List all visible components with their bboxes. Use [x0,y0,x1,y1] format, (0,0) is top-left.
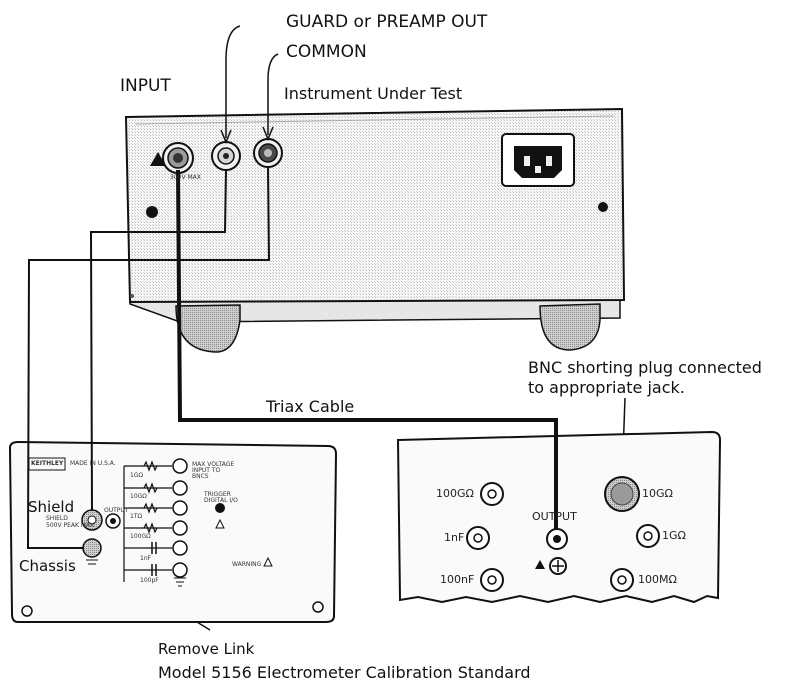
jack-100m-center [617,575,627,585]
common-to-chassis-wire [26,166,271,549]
left-bnc-3 [172,500,188,516]
model-5156-right-panel [396,430,722,604]
instrument-foot-left [175,304,241,353]
common-leader-arrow [262,126,274,141]
resistor-symbols [143,460,158,534]
remove-link-label: Remove Link [158,640,255,658]
chassis-label: Chassis [19,557,76,575]
triax-cable [176,169,558,530]
shield-label: Shield [28,498,75,516]
jack-1g-center [643,531,653,541]
figure-caption: Model 5156 Electrometer Calibration Stan… [158,663,531,682]
jack-label-10g: 10GΩ [642,487,673,500]
trigger-label: TRIGGER DIGITAL I/O [204,491,238,504]
resistor-2 [143,482,158,494]
resistor-label-1: 1GΩ [130,472,144,479]
output-ground-cross [552,560,564,572]
common-binding-post-center [264,149,272,157]
right-output-connector-center [553,535,561,543]
resistor-3 [143,502,158,514]
instrument-screw-left [146,206,158,218]
resistor-4 [143,522,158,534]
left-panel-hole-left [21,605,33,617]
left-bnc-6 [172,562,188,578]
triax-cable-label: Triax Cable [266,397,355,416]
input-warning-icon [150,152,166,166]
keithley-brand: KEITHLEY [31,460,64,467]
instrument-screw-right [598,202,608,212]
guard-label: GUARD or PREAMP OUT [286,12,488,32]
input-label: INPUT [120,76,171,96]
instrument-rivet [130,294,134,298]
instrument-front-panel [124,107,626,304]
guard-binding-post-center [223,153,229,159]
instrument-top-bevel [135,115,615,125]
capacitor-symbols [151,542,157,576]
instrument-under-test [124,107,626,353]
trigger-connector [215,503,225,513]
resistor-label-4: 100GΩ [130,533,151,540]
jack-100g-center [487,489,497,499]
left-bnc-5 [172,540,188,556]
guard-leader-arrow [220,129,232,144]
resistor-label-2: 10GΩ [130,493,147,500]
panel-warning-icon [263,556,273,567]
made-in-label: MADE IN U.S.A. [70,460,116,467]
chassis-connector [82,538,102,558]
instrument-label: Instrument Under Test [284,84,463,103]
jack-label-100nf: 100nF [440,573,475,586]
jack-label-100m: 100MΩ [638,573,677,586]
output-warning-icon [535,560,545,569]
left-bnc-4 [172,520,188,536]
capacitor-label-1: 1nF [140,555,152,562]
common-leader-line [267,53,279,135]
jack-label-100g: 100GΩ [436,487,474,500]
left-output-label: OUTPUT [104,507,129,514]
resistor-1 [143,460,158,472]
cables [26,166,558,549]
shield-connector-center [87,515,97,525]
right-panel-outline [396,430,722,604]
jack-label-1nf: 1nF [444,531,465,544]
instrument-foot-right [539,303,601,351]
guard-to-shield-wire [89,169,227,512]
left-bnc-2 [172,480,188,496]
bnc-note-line2: to appropriate jack. [528,378,685,397]
input-max-rating: 300V MAX [170,174,201,181]
bnc-shorting-plug-inner [610,482,634,506]
left-panel-hole-right [312,601,324,613]
power-inlet-pin-right [546,156,552,166]
left-panel-bnc-jacks [172,458,188,578]
power-inlet-pin-left [524,156,530,166]
power-inlet-socket [514,146,562,178]
chassis-ground-symbol [86,559,98,565]
jack-100nf-center [487,575,497,585]
jack-label-1g: 1GΩ [662,529,686,542]
shield-rating-label: 500V PEAK MAX [46,522,95,529]
left-output-connector-center [110,518,116,524]
capacitor-label-2: 100pF [140,577,159,584]
input-connector-pin [173,153,183,163]
trigger-warning-icon [215,518,225,529]
warning-label: WARNING [232,561,262,568]
left-panel-ground-symbol [174,577,186,587]
guard-leader-line [225,25,241,138]
common-label: COMMON [286,42,367,62]
max-voltage-label: MAX VOLTAGE INPUT TO BNCS [192,461,235,480]
model-5156-left-panel [8,440,338,623]
right-output-label: OUTPUT [532,510,577,523]
resistor-label-3: 1TΩ [130,513,143,520]
shield-sub-label: SHIELD [46,515,68,522]
jack-1nf-center [473,533,483,543]
bnc-note-line1: BNC shorting plug connected [528,358,762,377]
power-inlet-pin-ground [535,166,541,173]
left-bnc-1 [172,458,188,474]
